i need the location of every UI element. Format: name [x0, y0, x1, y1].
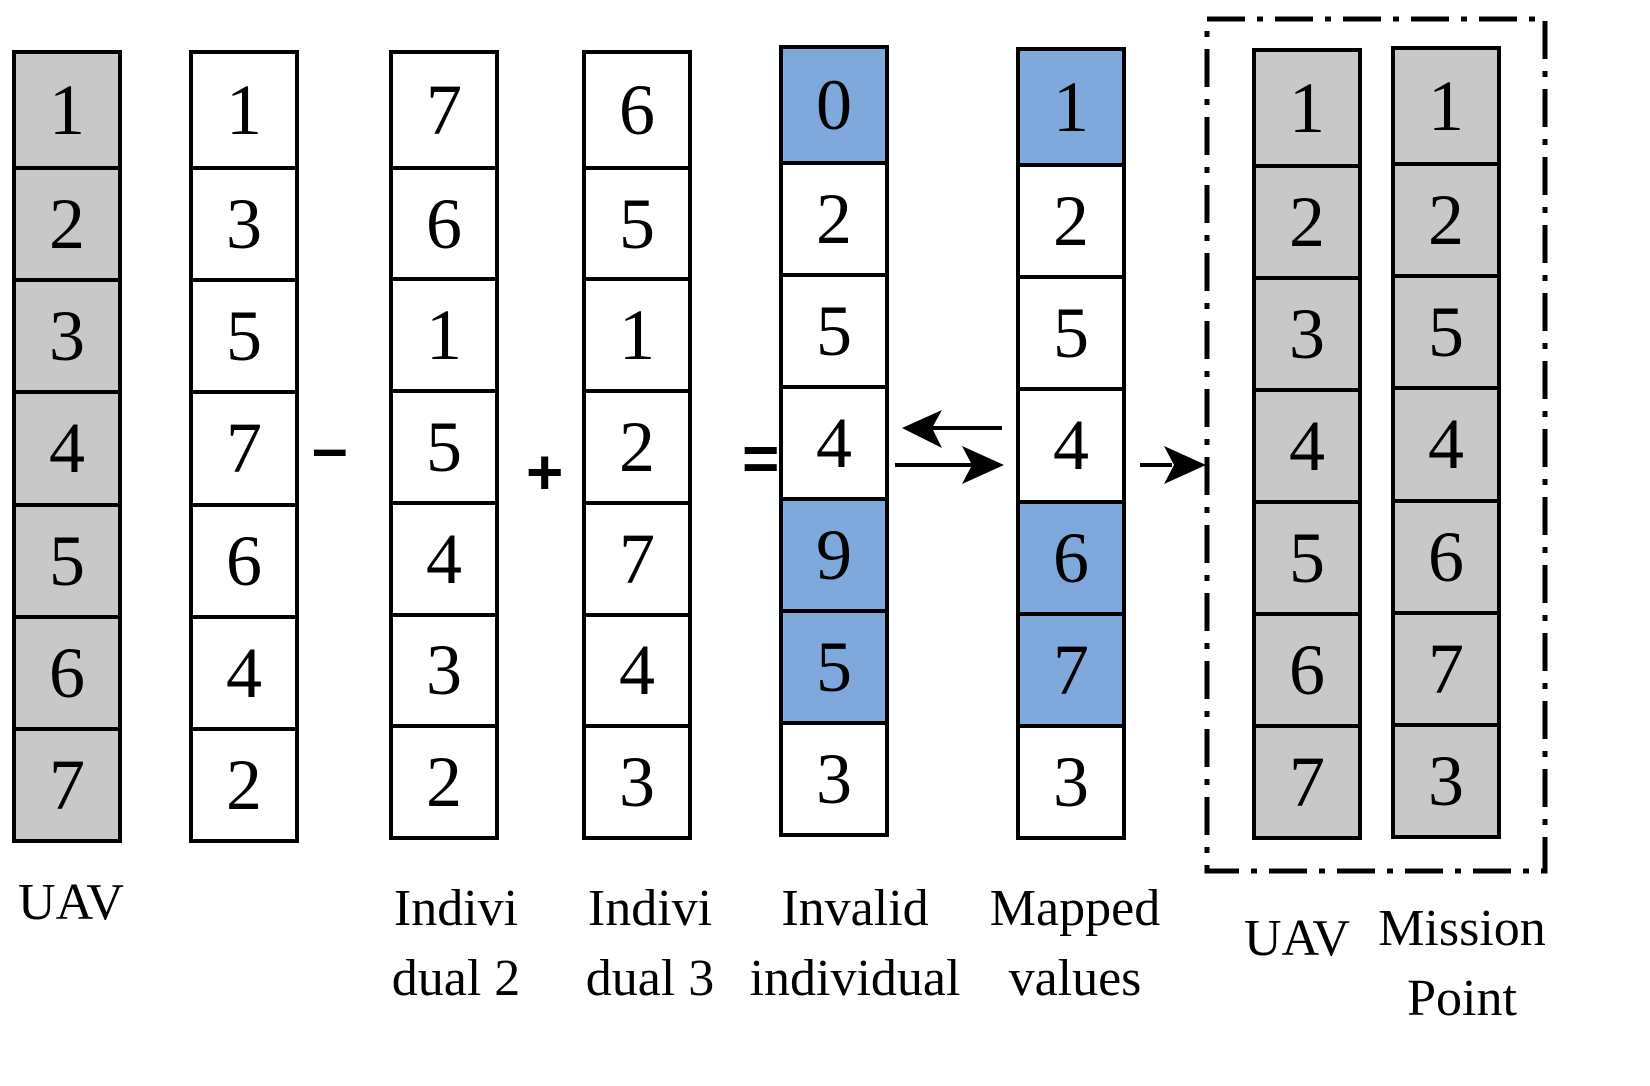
individual-2-cell: 7 [426, 69, 462, 150]
invalid-individual-cell: 5 [783, 273, 885, 385]
mapped-values-cell: 6 [1020, 499, 1122, 612]
invalid-individual-cell: 0 [783, 49, 885, 161]
invalid-individual-cell: 9 [783, 497, 885, 609]
uav-right-cell: 4 [1256, 388, 1358, 500]
individual-3-cell: 3 [586, 724, 688, 836]
uav-right-cell: 2 [1256, 164, 1358, 276]
uav-left-cell: 3 [16, 278, 118, 391]
mapped-values-label: Mapped values [989, 880, 1161, 1007]
uav-left-cell: 1 [16, 54, 118, 167]
mission-point-cell: 3 [1395, 722, 1497, 835]
mission-point-cell: 1 [1395, 50, 1497, 163]
mapped-values-cell: 2 [1020, 163, 1122, 275]
uav-result-label: UAV [1244, 910, 1350, 967]
uav-right-cell: 3 [1256, 276, 1358, 388]
minus-operator: – [312, 412, 348, 484]
mission-point-cell: 4 [1395, 386, 1497, 499]
invalid-individual-cell: 5 [783, 609, 885, 721]
uav-right-cell: 6 [1256, 612, 1358, 724]
individual-2-cell: 6 [393, 165, 495, 278]
individual-3-cell: 6 [619, 69, 655, 150]
plus-operator: + [526, 436, 564, 508]
individual-3-cell: 4 [586, 612, 688, 725]
invalid-individual-label: Invalid individual [749, 880, 961, 1007]
invalid-individual-cell: 3 [783, 721, 885, 833]
uav-left-cell: 4 [16, 390, 118, 503]
result-frame [1204, 16, 1548, 874]
individual-3-cell: 1 [586, 277, 688, 389]
forward-arrow-icon [895, 446, 1004, 484]
individual-2-cell: 2 [393, 724, 495, 836]
individual-1-cell: 3 [193, 166, 295, 278]
mission-point-cell: 5 [1395, 274, 1497, 387]
mapped-values-cell: 7 [1020, 611, 1122, 724]
mapped-values-cell: 1 [1020, 51, 1122, 164]
individual-3-cell: 5 [586, 165, 688, 278]
uav-right-cell: 5 [1256, 500, 1358, 612]
mission-point-cell: 2 [1395, 162, 1497, 275]
individual-3-cell: 7 [586, 500, 688, 613]
individual-1-cell: 5 [193, 278, 295, 390]
result-arrow-icon [1140, 446, 1206, 484]
mission-point-cell: 6 [1395, 498, 1497, 611]
uav-label: UAV [18, 874, 124, 931]
back-arrow-icon [902, 410, 1002, 448]
individual-1-cell: 4 [193, 614, 295, 727]
individual-2-cell: 5 [393, 389, 495, 501]
mission-point-cell: 7 [1395, 610, 1497, 723]
individual-1-cell: 1 [226, 70, 262, 151]
individual-2-cell: 3 [393, 612, 495, 725]
uav-left-cell: 2 [16, 166, 118, 279]
individual-2-label: Indivi dual 2 [391, 880, 521, 1007]
individual-1-cell: 7 [193, 390, 295, 502]
individual-3-label: Indivi dual 3 [585, 880, 715, 1007]
individual-1-cell: 2 [193, 726, 295, 839]
uav-right-cell: 7 [1256, 724, 1358, 836]
equals-operator: = [742, 422, 780, 494]
uav-left-cell: 7 [16, 726, 118, 839]
uav-left-cell: 6 [16, 614, 118, 727]
mapped-values-cell: 4 [1020, 387, 1122, 499]
individual-1-cell: 6 [193, 502, 295, 615]
uav-left-cell: 5 [16, 502, 118, 615]
individual-2-cell: 1 [393, 277, 495, 389]
invalid-individual-cell: 4 [783, 385, 885, 497]
mapped-values-cell: 5 [1020, 275, 1122, 387]
uav-right-cell: 1 [1256, 52, 1358, 164]
mapped-values-cell: 3 [1020, 723, 1122, 836]
mission-point-label: Mission Point [1378, 900, 1546, 1027]
invalid-individual-cell: 2 [783, 161, 885, 273]
individual-2-cell: 4 [393, 500, 495, 613]
individual-3-cell: 2 [586, 389, 688, 501]
